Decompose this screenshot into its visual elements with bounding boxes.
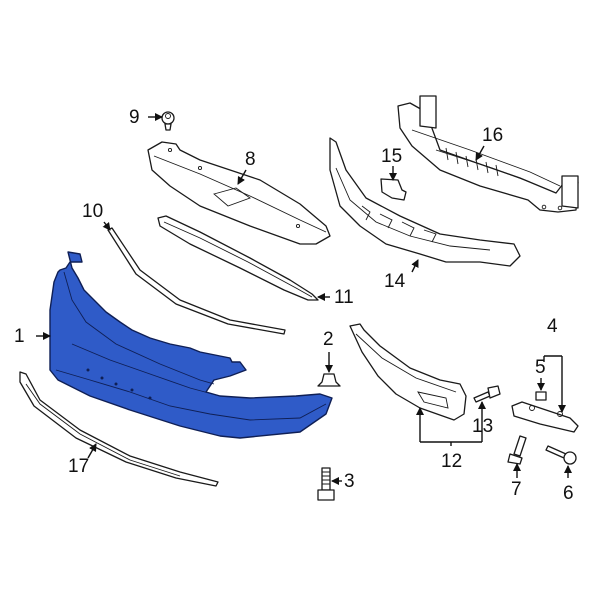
callout-label-17: 17 (68, 456, 90, 477)
part-12-fog-lamp-bezel[interactable] (349, 323, 467, 421)
callout-label-12: 12 (441, 451, 463, 472)
callout-label-14: 14 (384, 271, 406, 292)
part-4-bracket[interactable] (511, 401, 579, 433)
part-10-molding-strip[interactable] (107, 227, 286, 335)
part-17-lower-molding[interactable] (19, 371, 219, 487)
part-2-retainer[interactable] (317, 373, 341, 387)
callout-label-8: 8 (245, 149, 256, 170)
callout-label-5: 5 (535, 357, 546, 378)
callout-label-10: 10 (82, 201, 104, 222)
callout-label-7: 7 (511, 479, 522, 500)
callout-label-1: 1 (14, 326, 25, 347)
callout-lines (36, 113, 572, 485)
part-5-nut[interactable] (535, 391, 547, 401)
callout-label-11: 11 (334, 287, 354, 308)
part-7-screw[interactable] (507, 435, 527, 465)
part-8-upper-cover[interactable] (147, 141, 331, 245)
callout-label-16: 16 (482, 125, 504, 146)
part-3-bolt[interactable] (317, 467, 335, 501)
part-15-bracket[interactable] (380, 178, 407, 201)
part-16-reinforcement-beam[interactable] (397, 95, 579, 213)
callout-label-4: 4 (547, 316, 558, 337)
callout-label-3: 3 (344, 471, 355, 492)
part-14-energy-absorber[interactable] (329, 137, 521, 267)
callout-label-13: 13 (472, 416, 494, 437)
callout-label-2: 2 (323, 329, 334, 350)
part-6-screw[interactable] (545, 445, 577, 465)
callout-label-6: 6 (563, 483, 574, 504)
callout-label-9: 9 (129, 107, 140, 128)
part-13-bolt[interactable] (473, 385, 501, 403)
part-9-clip[interactable] (161, 111, 175, 131)
callout-label-15: 15 (381, 146, 403, 167)
part-1-bumper-cover[interactable] (49, 251, 333, 439)
